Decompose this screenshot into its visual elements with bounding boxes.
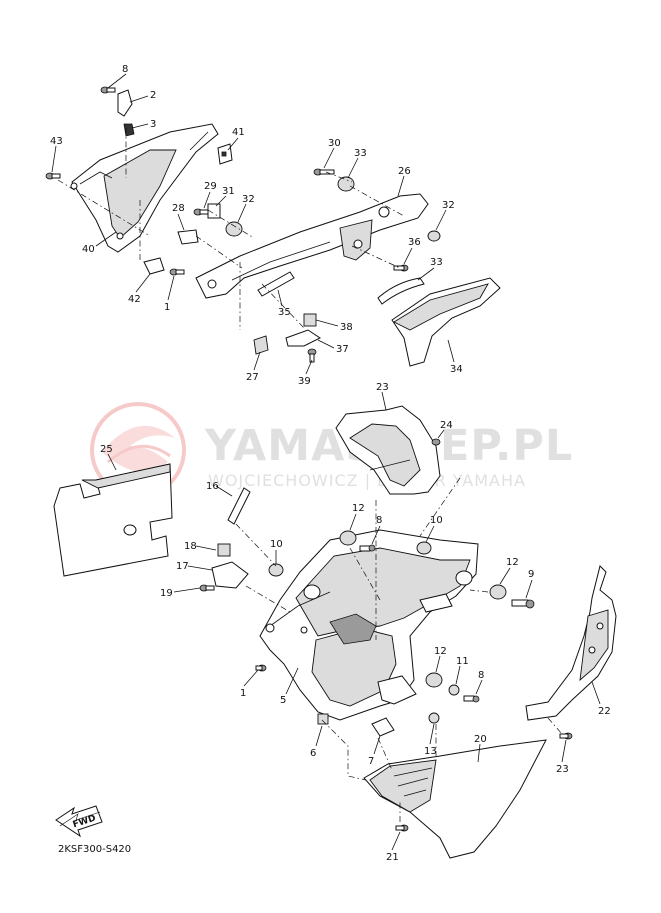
part-35-rod <box>257 271 295 297</box>
callout-21: 23 <box>556 764 569 775</box>
callout-24: 25 <box>100 444 113 455</box>
part-28-30-32 <box>193 203 243 237</box>
callout-29: 30 <box>328 138 341 149</box>
callout-12-top: 12 <box>352 503 365 514</box>
callout-3: 3 <box>150 119 156 130</box>
callout-20: 22 <box>598 706 611 717</box>
callout-12-right: 12 <box>506 557 519 568</box>
callout-12-low: 12 <box>434 646 447 657</box>
part-22-bracket <box>335 405 441 495</box>
callout-37: 37 <box>336 344 349 355</box>
part-34-cover <box>391 277 501 367</box>
part-42-plate <box>143 257 165 275</box>
callout-9: 9 <box>528 569 534 580</box>
part-23-nut <box>431 438 441 446</box>
fwd-arrow-icon: FWD <box>55 805 103 838</box>
part-41-clip <box>217 143 233 165</box>
part-29-32 <box>313 168 355 192</box>
part-27-clip <box>177 229 199 245</box>
callout-40: 40 <box>82 244 95 255</box>
callout-10-right: 10 <box>430 515 443 526</box>
part-43-screw <box>45 172 61 180</box>
part-20-bracket <box>525 565 617 721</box>
part-24-plate <box>53 463 173 577</box>
callout-8-low: 8 <box>478 670 484 681</box>
callout-11: 11 <box>456 656 469 667</box>
part-37-38-39 <box>285 313 321 363</box>
part-5-frame <box>259 529 479 721</box>
callout-43: 43 <box>50 136 63 147</box>
callout-39: 39 <box>298 376 311 387</box>
callout-23: 24 <box>440 420 453 431</box>
part-21-screw <box>559 732 573 740</box>
callout-6: 6 <box>310 748 316 759</box>
callout-10-left: 10 <box>270 539 283 550</box>
callout-30: 31 <box>222 186 235 197</box>
part-10-12-fasteners <box>268 530 535 703</box>
callout-1-lower: 1 <box>240 688 246 699</box>
part-25-rail <box>195 193 429 299</box>
callout-32-right: 33 <box>354 148 367 159</box>
callout-27: 28 <box>172 203 185 214</box>
callout-14: 16 <box>206 481 219 492</box>
callout-33: 33 <box>430 257 443 268</box>
callout-22: 23 <box>376 382 389 393</box>
part-18-cover <box>363 739 547 859</box>
callout-18: 20 <box>474 734 487 745</box>
part-1-screw-upper <box>169 268 185 276</box>
part-15-16-17 <box>199 543 249 592</box>
callout-25: 26 <box>398 166 411 177</box>
upper-guide-lines <box>57 128 405 330</box>
part-40-cover <box>70 123 219 253</box>
callout-5: 5 <box>280 695 286 706</box>
diagram-code: 2KSF300-S420 <box>58 844 131 855</box>
callout-42: 42 <box>128 294 141 305</box>
part-36-screw <box>393 264 409 272</box>
callout-19: 21 <box>386 852 399 863</box>
callout-7: 7 <box>368 756 374 767</box>
callout-35: 35 <box>278 307 291 318</box>
part-1-6-7-13 <box>255 664 440 737</box>
callouts: 8 2 3 43 41 40 42 1 28 29 31 32 30 33 26… <box>50 64 611 863</box>
part-19-screw <box>395 824 409 832</box>
callout-8-top: 8 <box>376 515 382 526</box>
watermark-subtitle: WOJCIECHOWICZ | DEALER YAMAHA <box>208 471 526 490</box>
callout-34: 34 <box>450 364 463 375</box>
callout-41: 41 <box>232 127 245 138</box>
callout-4: 8 <box>122 64 128 75</box>
callout-26: 27 <box>246 372 259 383</box>
callout-17: 19 <box>160 588 173 599</box>
callout-31: 32 <box>442 200 455 211</box>
lower-guide-lines <box>235 477 563 822</box>
callout-38: 38 <box>340 322 353 333</box>
callout-1-upper: 1 <box>164 302 170 313</box>
callout-2: 2 <box>150 90 156 101</box>
part-14-strip <box>227 487 251 525</box>
callout-32-left: 32 <box>242 194 255 205</box>
callout-16: 18 <box>184 541 197 552</box>
callout-13: 13 <box>424 746 437 757</box>
part-31-grommet <box>427 230 441 242</box>
callout-36: 36 <box>408 237 421 248</box>
part-2-3-4-fasteners <box>100 86 135 137</box>
part-33-strip <box>377 277 425 305</box>
callout-28: 29 <box>204 181 217 192</box>
part-26-nut <box>253 335 269 355</box>
callout-15: 17 <box>176 561 189 572</box>
